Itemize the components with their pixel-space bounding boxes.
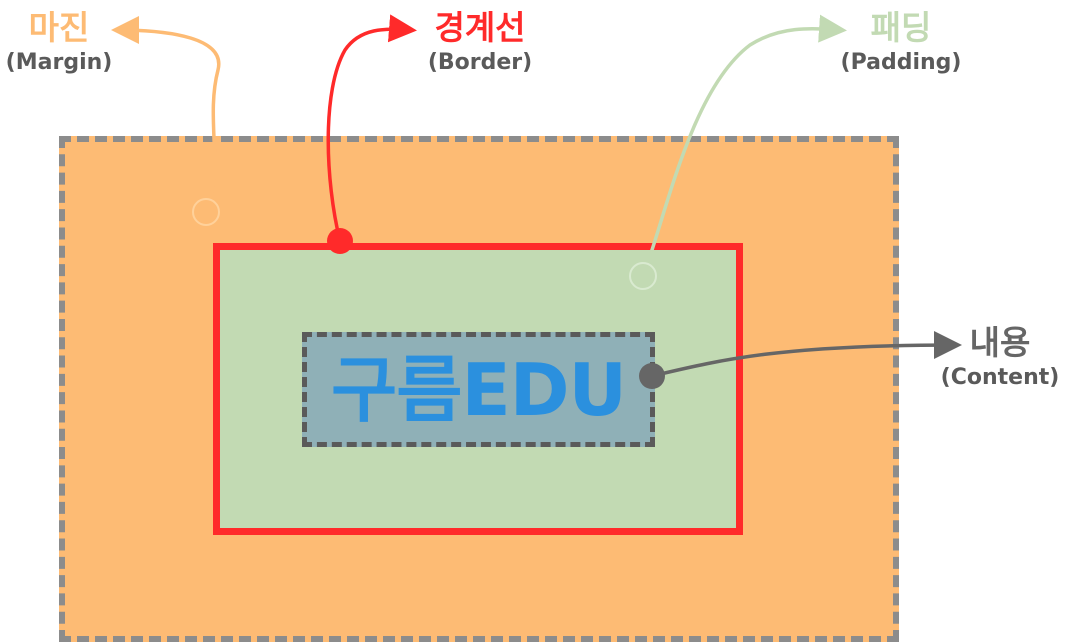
border-label-en: (Border) (427, 50, 533, 75)
border-label: 경계선 (Border) (410, 8, 550, 78)
margin-pointer-dot (192, 198, 220, 226)
margin-label-en: (Margin) (5, 50, 113, 75)
content-label: 내용 (Content) (930, 323, 1070, 393)
padding-label-ko: 패딩 (870, 8, 932, 47)
border-pointer-line (326, 14, 417, 242)
content-pointer-dot (639, 363, 665, 389)
padding-pointer-line (641, 14, 847, 277)
content-area: 구름EDU (302, 332, 655, 447)
margin-pointer-line (111, 16, 221, 213)
border-label-ko: 경계선 (434, 8, 526, 47)
content-label-ko: 내용 (969, 323, 1031, 362)
border-pointer-dot (327, 228, 353, 254)
padding-label: 패딩 (Padding) (826, 8, 976, 78)
margin-label-ko: 마진 (28, 8, 90, 47)
content-text: 구름EDU (331, 347, 627, 432)
padding-label-en: (Padding) (840, 50, 962, 75)
content-label-en: (Content) (940, 365, 1060, 390)
padding-pointer-dot (629, 262, 657, 290)
margin-label: 마진 (Margin) (0, 8, 118, 78)
content-pointer-line (651, 331, 962, 378)
